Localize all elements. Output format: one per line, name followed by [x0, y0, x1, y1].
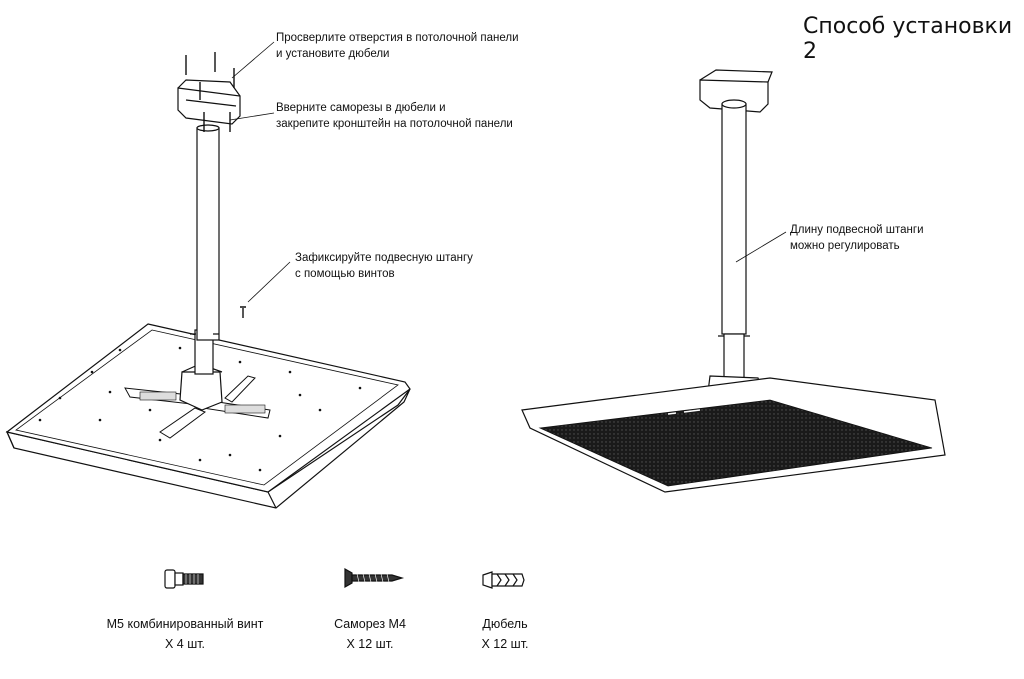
- note-adjust: Длину подвесной штанги можно регулироват…: [790, 222, 924, 254]
- note-fix: Зафиксируйте подвесную штангу с помощью …: [295, 250, 473, 282]
- note-screw: Вверните саморезы в дюбели и закрепите к…: [276, 100, 513, 132]
- note-fix-line-1: Зафиксируйте подвесную штангу: [295, 252, 473, 264]
- note-adjust-line-1: Длину подвесной штанги: [790, 224, 924, 236]
- right-pole-lower: [723, 333, 745, 379]
- note-fix-line-2: с помощью винтов: [295, 268, 395, 280]
- left-assembly: [5, 52, 411, 509]
- part-qty: X 4 шт.: [164, 637, 206, 651]
- bracket-screws: [185, 52, 235, 132]
- left-leaders: [229, 41, 291, 303]
- left-panel-edge: [5, 388, 411, 509]
- part-dowel: Дюбель X 12 шт.: [455, 614, 555, 654]
- right-pole-upper: [721, 103, 747, 335]
- part-qty: X 12 шт.: [481, 637, 529, 651]
- part-name: Саморез М4: [334, 617, 406, 631]
- combination-screw-icon: [164, 569, 204, 589]
- note-drill: Просверлите отверстия в потолочной панел…: [276, 30, 519, 62]
- right-leader: [735, 231, 787, 263]
- note-drill-line-2: и установите дюбели: [276, 48, 390, 60]
- left-pole-upper: [196, 127, 220, 341]
- part-qty: X 12 шт.: [346, 637, 394, 651]
- right-assembly: [521, 69, 946, 493]
- note-adjust-line-2: можно регулировать: [790, 240, 900, 252]
- page-title: Способ установки 2: [803, 14, 1013, 64]
- left-hub: [179, 371, 223, 411]
- part-name: М5 комбинированный винт: [106, 617, 264, 631]
- note-screw-line-1: Вверните саморезы в дюбели и: [276, 102, 446, 114]
- dowel-icon: [482, 571, 525, 589]
- self-tapping-screw-icon: [344, 567, 405, 589]
- part-self-tapping-screw: Саморез М4 X 12 шт.: [310, 614, 430, 654]
- note-screw-line-2: закрепите кронштейн на потолочной панели: [276, 118, 513, 130]
- part-name: Дюбель: [482, 617, 528, 631]
- part-combination-screw: М5 комбинированный винт X 4 шт.: [95, 614, 275, 654]
- right-panel-grille: [538, 399, 933, 487]
- note-drill-line-1: Просверлите отверстия в потолочной панел…: [276, 32, 519, 44]
